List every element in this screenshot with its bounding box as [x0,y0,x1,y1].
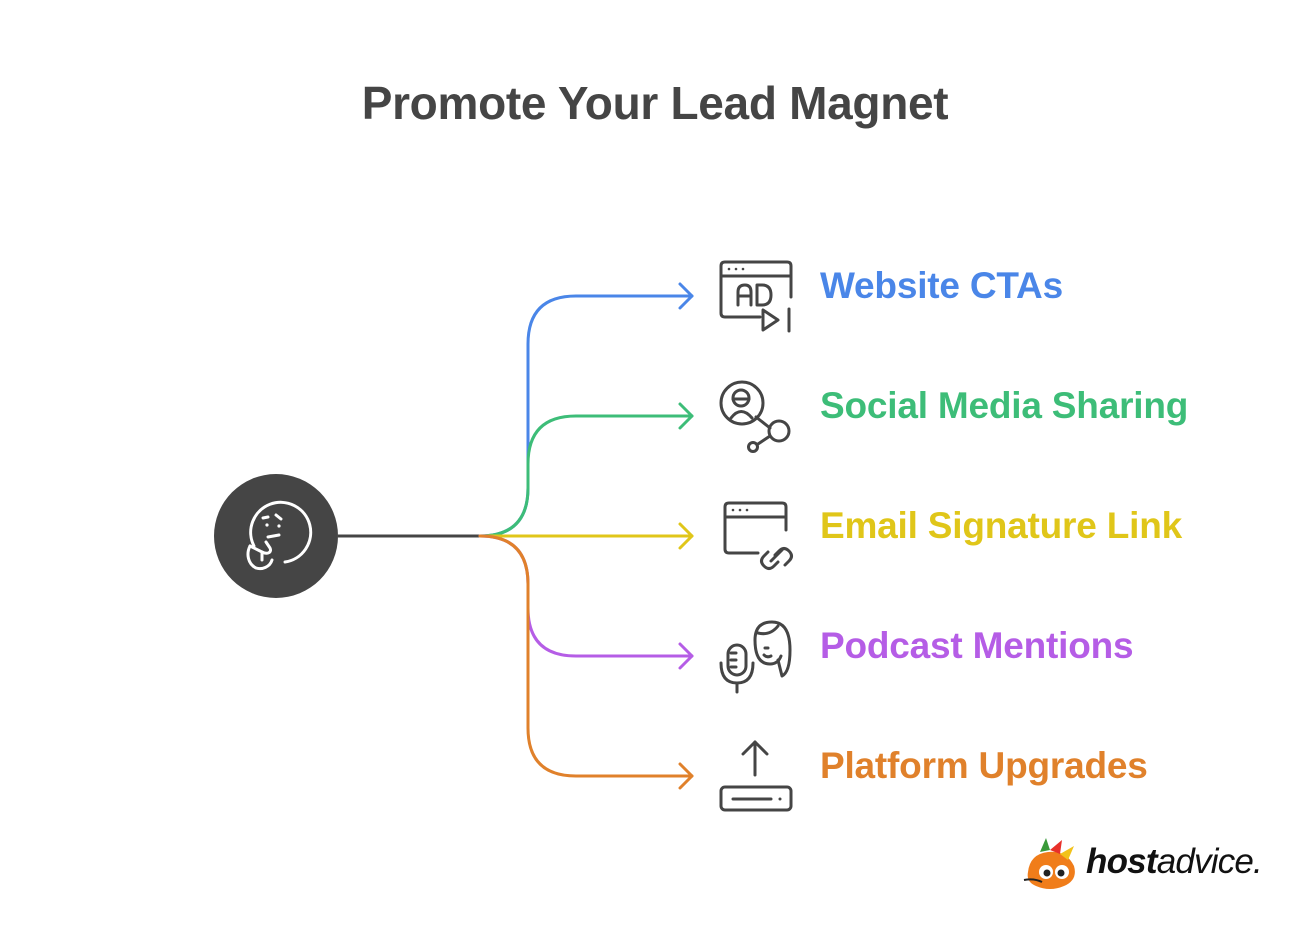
branch-label-platform-upgrades: Platform Upgrades [820,745,1148,786]
branch-label-podcast-mentions: Podcast Mentions [820,625,1134,666]
upload-tray-icon [719,740,793,812]
connector-lines [338,282,694,790]
hostadvice-mascot-icon [1023,838,1075,889]
branch-label-website-ctas: Website CTAs [820,265,1063,306]
hostadvice-wordmark: hostadvice. [1086,842,1263,881]
connector-platform-upgrades [478,534,694,778]
thinking-face-icon [246,500,313,571]
center-node [214,474,338,598]
browser-link-icon [723,501,793,570]
microphone-person-icon [719,620,792,694]
branch-label-email-signature-link: Email Signature Link [820,505,1182,546]
arrowhead-email-signature-link [678,522,694,550]
hostadvice-logo[interactable]: hostadvice. [1020,834,1270,894]
arrowhead-website-ctas [678,282,694,310]
arrowhead-social-media-sharing [678,402,694,430]
arrowhead-platform-upgrades [678,762,694,790]
page-title: Promote Your Lead Magnet [361,77,949,129]
branch-label-social-media-sharing: Social Media Sharing [820,385,1189,426]
arrowhead-podcast-mentions [678,642,694,670]
user-share-network-icon [719,380,791,453]
connector-social-media-sharing [478,414,694,538]
connector-podcast-mentions [478,534,694,658]
branch-icons [719,260,793,812]
browser-ad-play-icon [719,260,793,333]
